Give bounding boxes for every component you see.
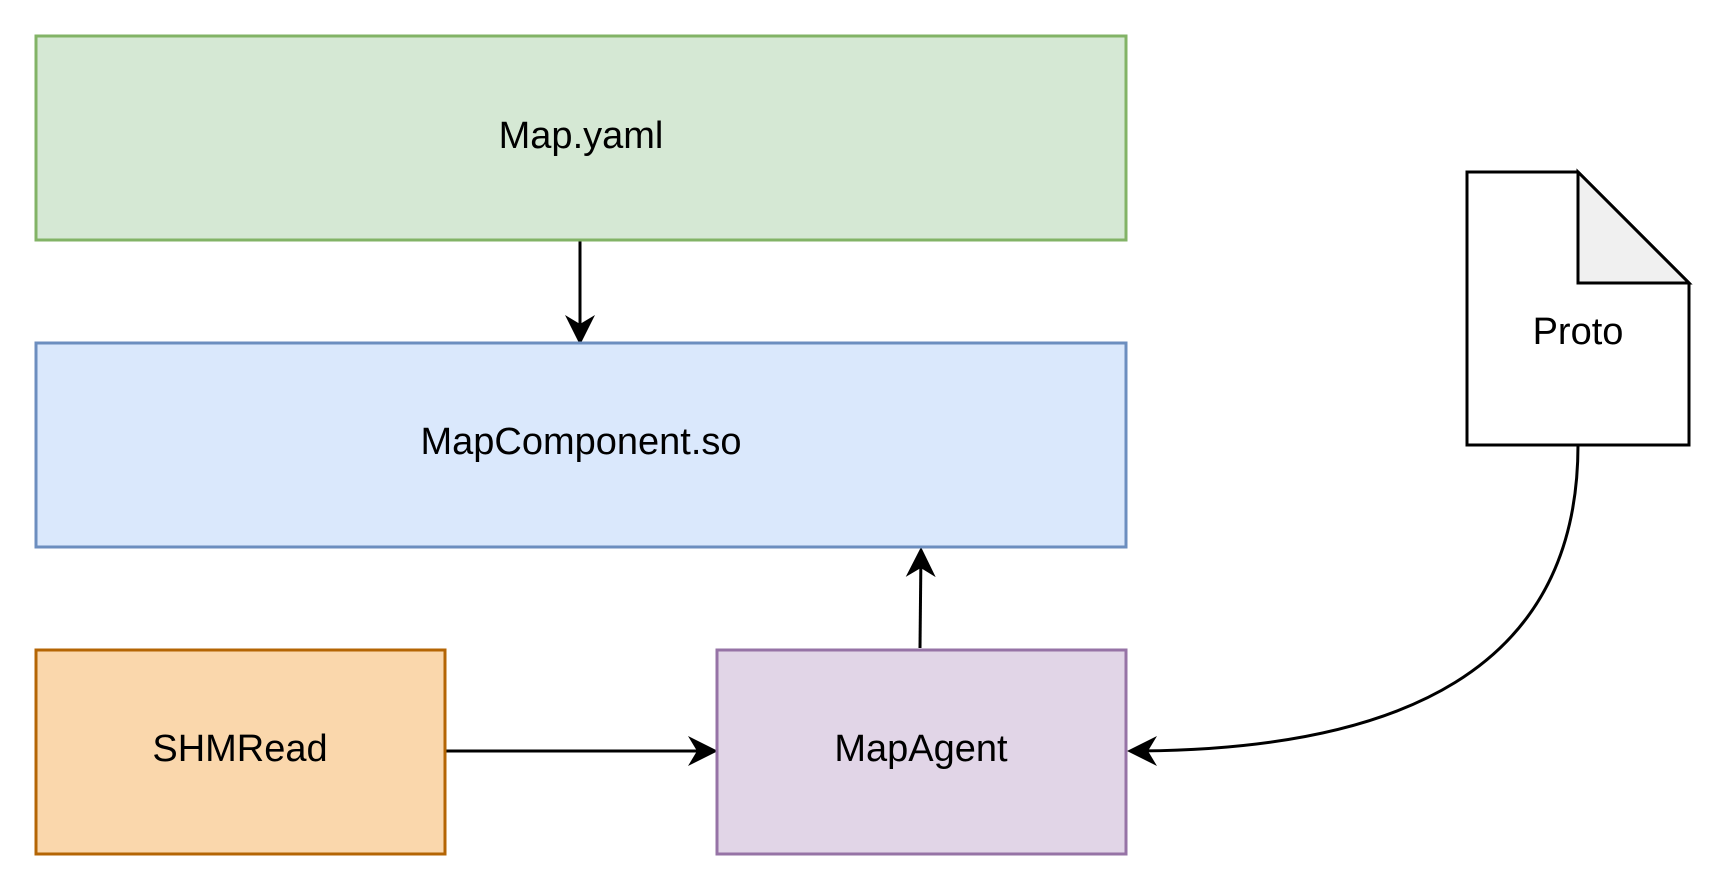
node-shm-read[interactable]: SHMRead — [34, 648, 447, 856]
proto-folded-corner — [1576, 168, 1693, 285]
map-yaml-box — [34, 34, 1128, 242]
node-map-component[interactable]: MapComponent.so — [34, 341, 1128, 549]
edges — [445, 241, 1580, 766]
proto-label: Proto — [1533, 311, 1624, 353]
map-agent-label: MapAgent — [834, 728, 1008, 770]
node-map-yaml[interactable]: Map.yaml — [34, 34, 1128, 242]
edge-mapagent-to-mapcomponent — [905, 547, 936, 649]
node-proto[interactable]: Proto — [1465, 168, 1693, 447]
edge-proto-to-mapagent — [1127, 444, 1580, 766]
map-yaml-label: Map.yaml — [499, 115, 664, 157]
map-component-label: MapComponent.so — [420, 421, 741, 463]
map-component-box — [34, 341, 1128, 549]
shm-read-box — [34, 648, 447, 856]
node-map-agent[interactable]: MapAgent — [715, 648, 1128, 856]
shm-read-label: SHMRead — [152, 728, 327, 770]
map-agent-box — [715, 648, 1128, 856]
